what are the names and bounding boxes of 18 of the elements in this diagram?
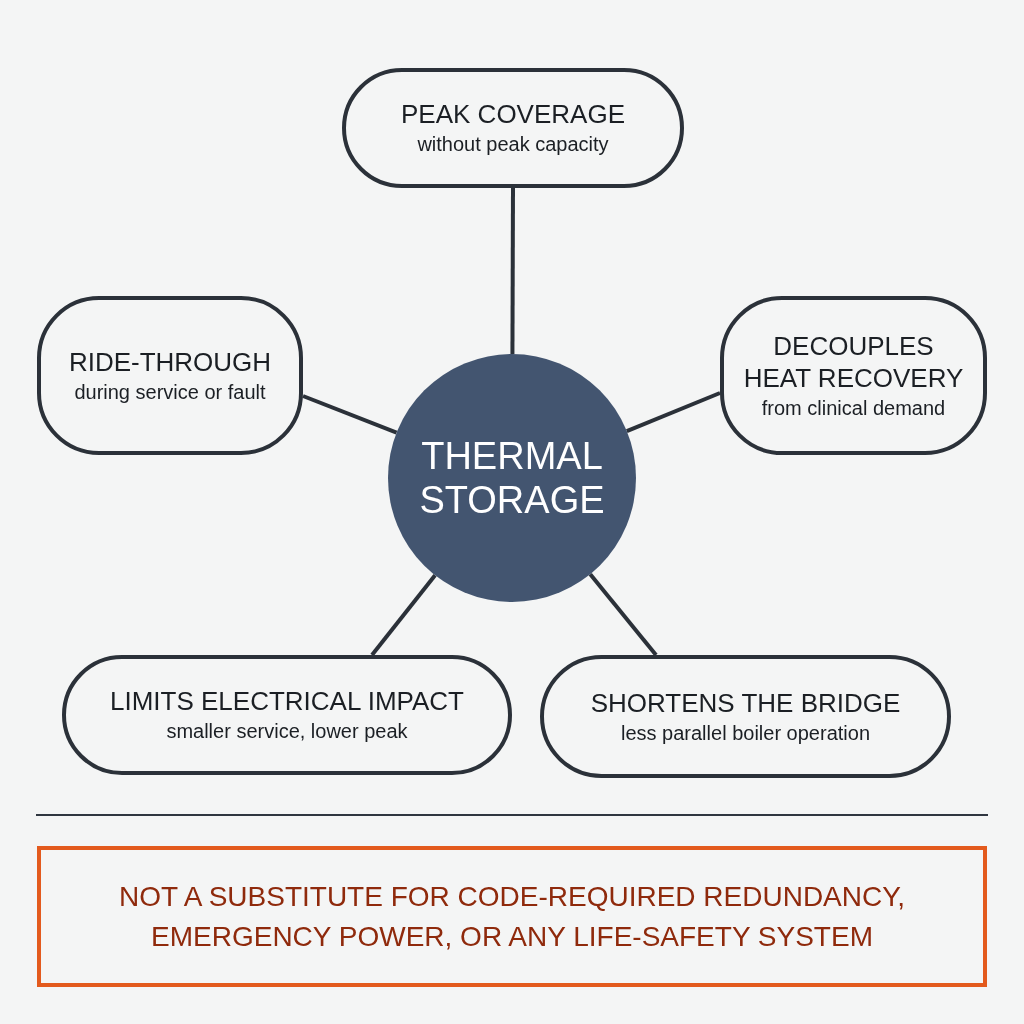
node-heading: RIDE-THROUGH bbox=[68, 345, 272, 378]
connector-line bbox=[588, 572, 658, 657]
node-heading: SHORTENS THE BRIDGE bbox=[590, 686, 901, 719]
connector-line bbox=[626, 391, 721, 433]
node-heading: DECOUPLES HEAT RECOVERY bbox=[742, 329, 965, 394]
connector-line bbox=[370, 574, 437, 657]
warning-text: NOT A SUBSTITUTE FOR CODE-REQUIRED REDUNDANCY, EMERGENCY POWER, OR ANY LIFE-SAFETY SYSTEM bbox=[117, 879, 907, 954]
warning-box bbox=[37, 846, 987, 987]
node-subtitle: less parallel boiler operation bbox=[620, 720, 870, 746]
node-subtitle: smaller service, lower peak bbox=[166, 719, 408, 744]
node-subtitle: from clinical demand bbox=[761, 395, 946, 421]
node-heading: PEAK COVERAGE bbox=[401, 98, 625, 130]
node-subtitle: without peak capacity bbox=[417, 132, 609, 157]
node-subtitle: during service or fault bbox=[74, 379, 266, 405]
connector-line bbox=[510, 188, 515, 354]
node-title: THERMAL STORAGE bbox=[418, 434, 606, 522]
node-heading: LIMITS ELECTRICAL IMPACT bbox=[110, 685, 464, 717]
connector-line bbox=[302, 394, 398, 435]
